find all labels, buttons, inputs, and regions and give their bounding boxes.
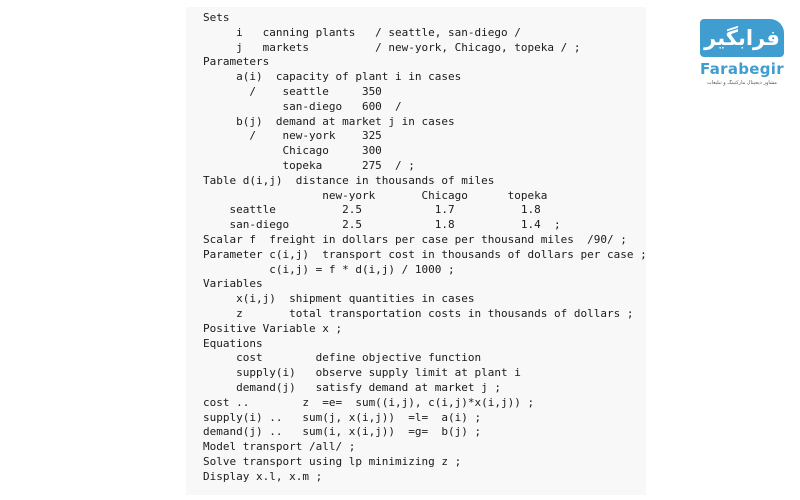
code-line: san-diego 600 / [203,99,402,113]
code-line: san-diego 2.5 1.8 1.4 ; [203,218,561,232]
code-line: i canning plants / seattle, san-diego / [203,25,521,39]
code-line: Table d(i,j) distance in thousands of mi… [203,173,495,187]
code-line: Equations [203,336,263,350]
code-line: Scalar f freight in dollars per case per… [203,232,627,246]
code-line: cost define objective function [203,351,482,365]
code-line: Display x.l, x.m ; [203,469,323,483]
code-line: topeka 275 / ; [203,158,415,172]
code-line: Solve transport using lp minimizing z ; [203,454,462,468]
code-line: / new-york 325 [203,129,382,143]
code-line: Variables [203,277,263,291]
code-line: a(i) capacity of plant i in cases [203,70,462,84]
code-line: / seattle 350 [203,84,382,98]
code-line: Positive Variable x ; [203,321,343,335]
code-line: j markets / new-york, Chicago, topeka / … [203,40,581,54]
code-line: Model transport /all/ ; [203,440,356,454]
code-line: supply(i) .. sum(j, x(i,j)) =l= a(i) ; [203,410,482,424]
code-line: new-york Chicago topeka [203,188,548,202]
code-block: Sets i canning plants / seattle, san-die… [203,11,647,485]
code-line: b(j) demand at market j in cases [203,114,455,128]
code-line: x(i,j) shipment quantities in cases [203,292,475,306]
logo-tagline: مشاور دیجیتال مارکتینگ و تبلیغات [707,80,777,86]
code-panel: Sets i canning plants / seattle, san-die… [186,7,647,495]
logo-name: Farabegir [700,60,784,78]
code-line: z total transportation costs in thousand… [203,306,634,320]
code-line: demand(j) .. sum(i, x(i,j)) =g= b(j) ; [203,425,482,439]
code-line: seattle 2.5 1.7 1.8 [203,203,541,217]
code-line: supply(i) observe supply limit at plant … [203,366,521,380]
code-line: Parameters [203,55,270,69]
code-line: Parameter c(i,j) transport cost in thous… [203,247,647,261]
logo-mark: فرابگیر [700,19,784,57]
code-line: Sets [203,11,230,24]
farabegir-logo: فرابگیر Farabegir مشاور دیجیتال مارکتینگ… [695,12,789,92]
code-line: Chicago 300 [203,144,382,158]
code-line: cost .. z =e= sum((i,j), c(i,j)*x(i,j)) … [203,395,535,409]
code-line: demand(j) satisfy demand at market j ; [203,380,502,394]
code-line: c(i,j) = f * d(i,j) / 1000 ; [203,262,455,276]
